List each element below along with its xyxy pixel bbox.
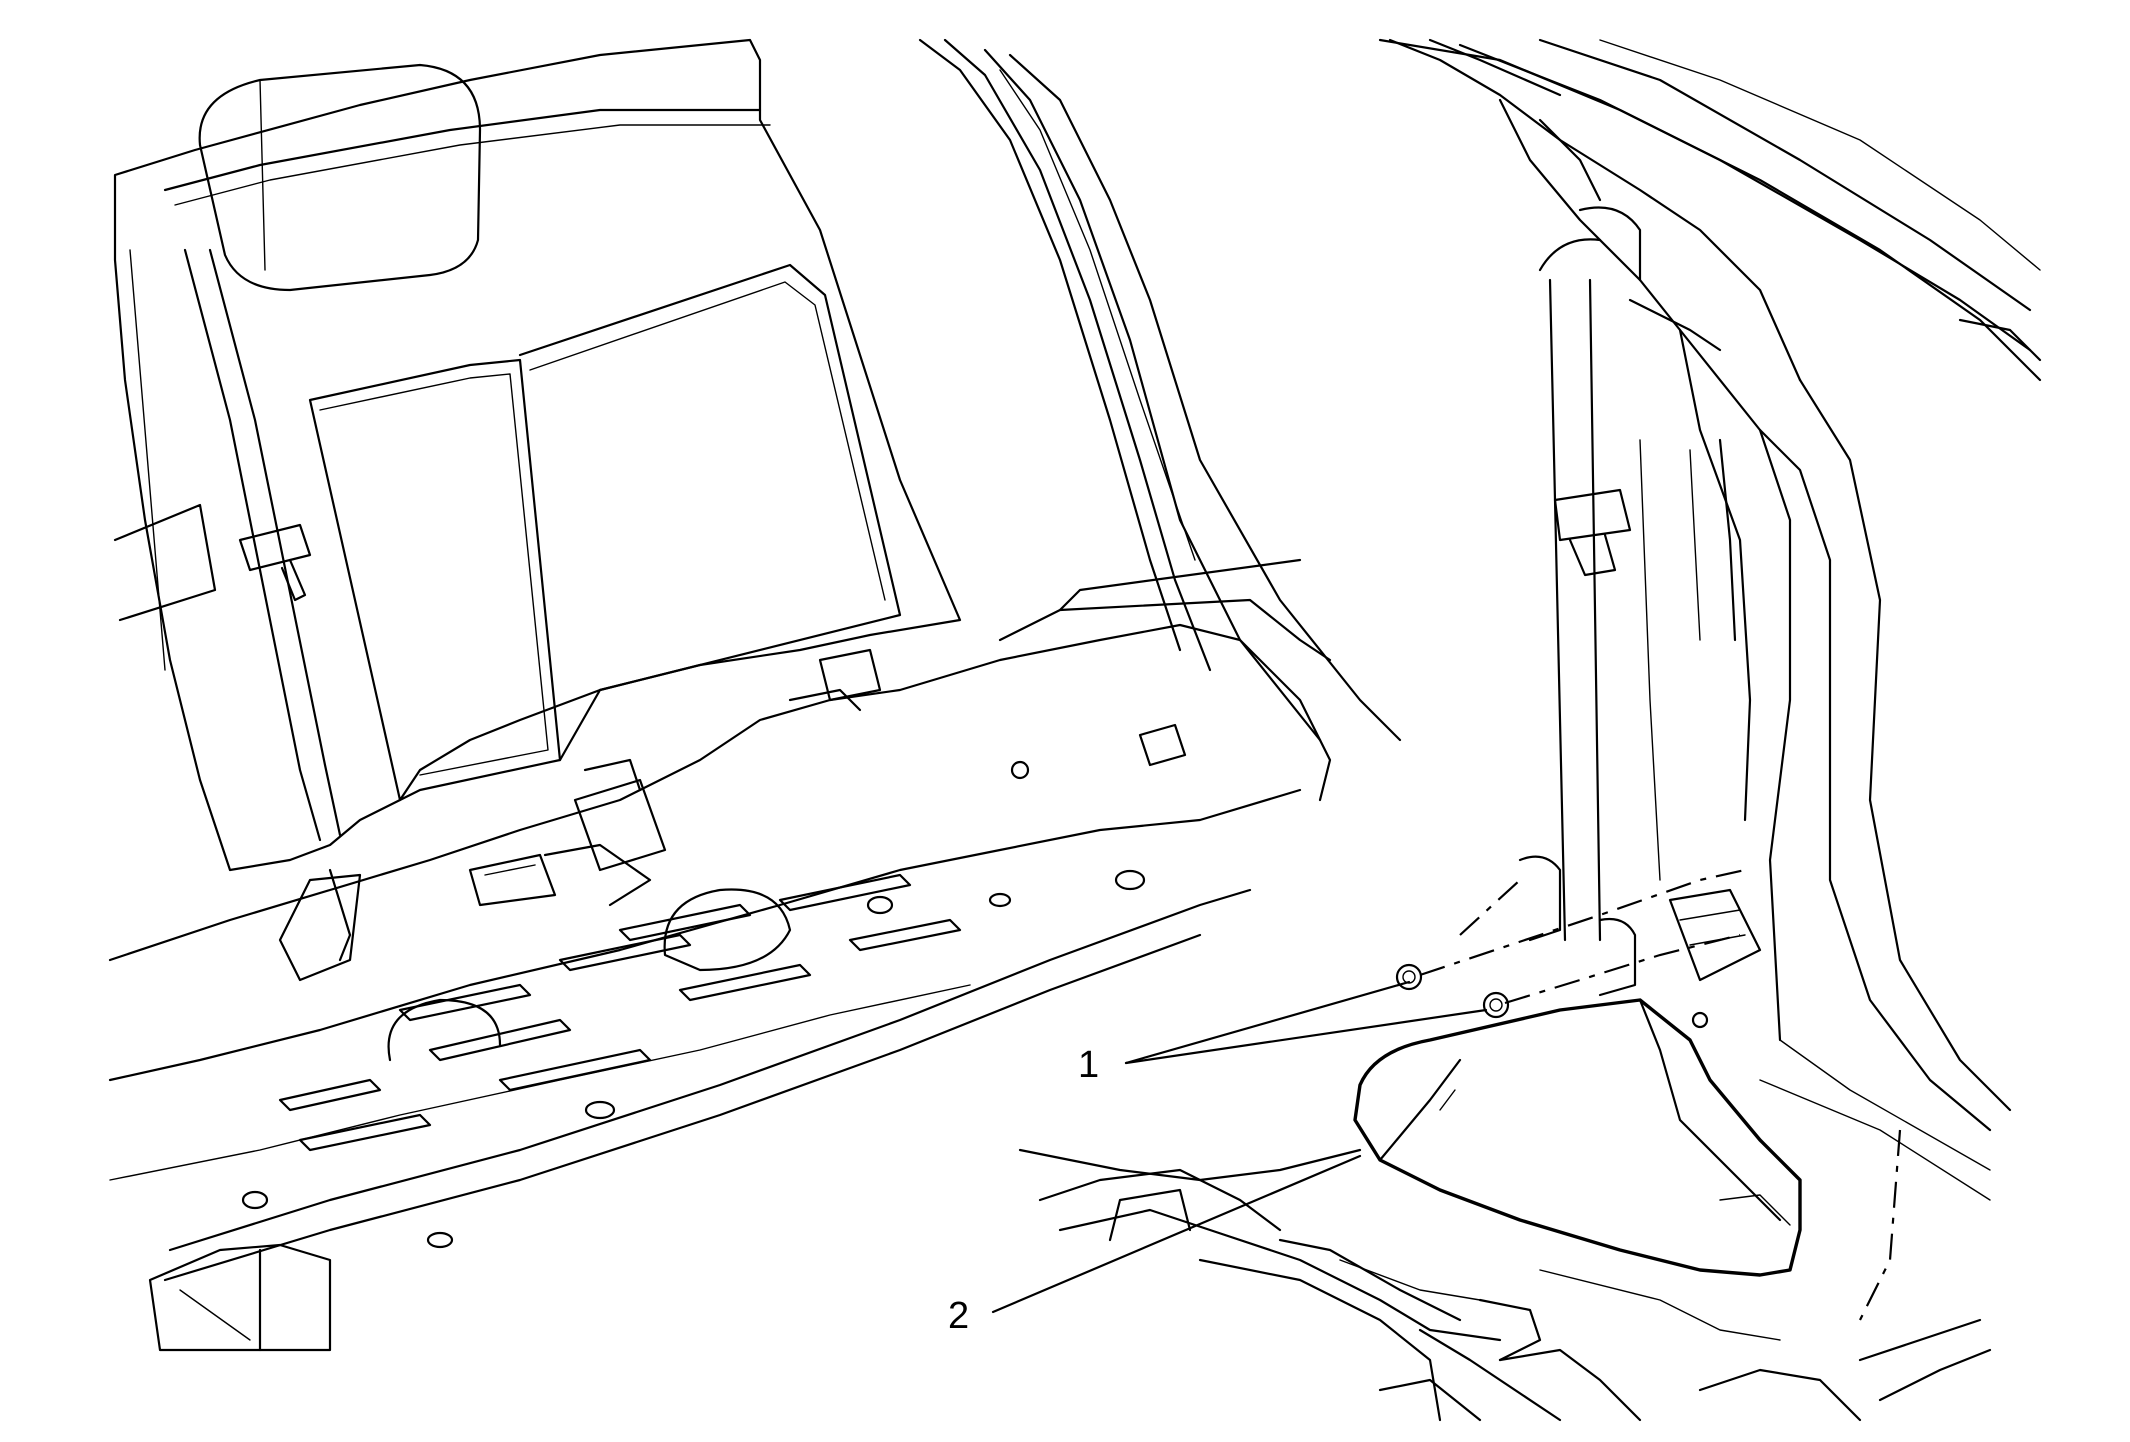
callout-label-2: 2 bbox=[948, 1295, 969, 1337]
rear-seat-back bbox=[113, 38, 962, 872]
callout-label-1: 1 bbox=[1078, 1044, 1099, 1086]
callout-2: 2 bbox=[948, 1154, 1362, 1337]
callout-1: 1 bbox=[1078, 980, 1488, 1086]
nuts-part-1 bbox=[1395, 855, 1902, 1321]
trim-panel-part-2 bbox=[1353, 998, 1802, 1277]
floor-pan-right bbox=[1018, 1148, 1992, 1422]
b-pillar-trim bbox=[1388, 38, 2012, 1201]
floor-pan-left bbox=[108, 558, 1332, 1352]
c-pillar-trim bbox=[918, 38, 1402, 742]
roof-rail bbox=[1378, 38, 2042, 382]
seat-belt-buckles bbox=[278, 648, 1187, 982]
leader-line-1b bbox=[1124, 1008, 1488, 1065]
leader-line-2 bbox=[991, 1154, 1362, 1314]
nut-right bbox=[1482, 991, 1510, 1019]
leader-line-1a bbox=[1124, 980, 1411, 1065]
